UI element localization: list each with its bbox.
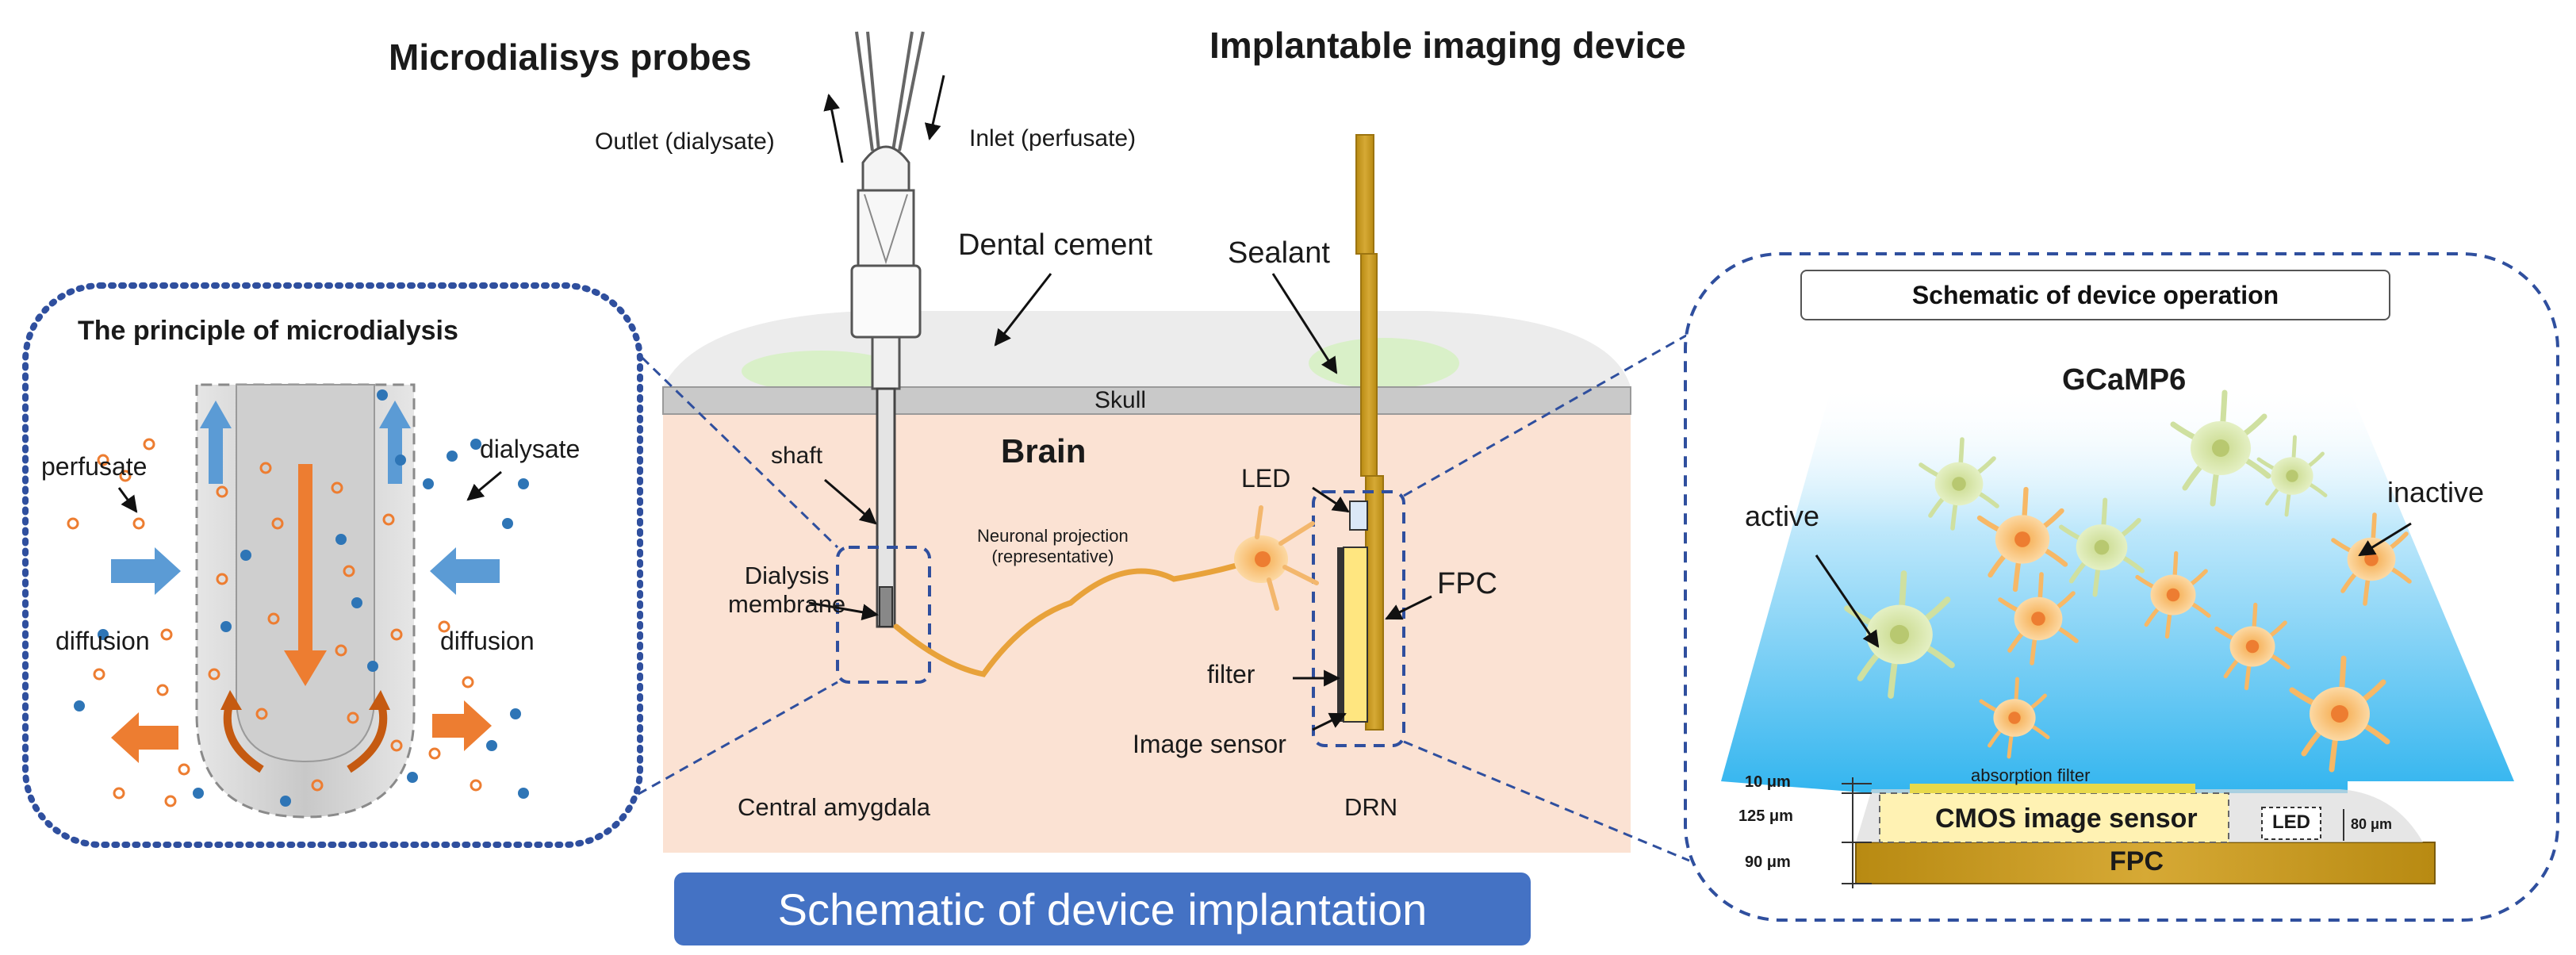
- cmos-layer: [1879, 792, 2229, 843]
- active-neuron: [2256, 435, 2328, 517]
- connector-right-top: [1403, 328, 1698, 497]
- cement-green-left: [742, 351, 900, 392]
- cmos-label: CMOS image sensor: [1935, 804, 2198, 834]
- diffusion-in-arrow-right: [430, 547, 500, 595]
- brain-region: [663, 412, 1631, 853]
- neuron-cluster: [1844, 389, 2412, 773]
- cement-green-right: [1309, 338, 1459, 389]
- inactive-neuron: [2331, 512, 2412, 606]
- perfusate-pointer: [117, 487, 138, 513]
- membrane-highlight-box: [836, 546, 931, 684]
- sealant-label: Sealant: [1228, 236, 1330, 270]
- filter-label: filter: [1207, 660, 1255, 688]
- inactive-pointer: [2358, 522, 2412, 557]
- dialysate-label: dialysate: [480, 435, 581, 463]
- diffusion-left-label: diffusion: [56, 627, 150, 655]
- led-pointer: [1312, 486, 1350, 513]
- gcamp-label: GCaMP6: [2062, 363, 2187, 397]
- perfusate-label: perfusate: [41, 452, 148, 481]
- probes-title: Microdialisys probes: [389, 36, 752, 78]
- projection-neuron: [1234, 505, 1319, 611]
- inlet-label: Inlet (perfusate): [969, 125, 1137, 151]
- neuronal-projection: [893, 556, 1260, 677]
- skull-label: Skull: [1094, 387, 1147, 413]
- diffusion-out-arrow-left: [111, 712, 178, 763]
- microdialysis-probe: [850, 31, 925, 628]
- inactive-neuron: [1976, 486, 2068, 593]
- outlet-label: Outlet (dialysate): [595, 128, 775, 155]
- tip-flow-right: [347, 700, 388, 773]
- inactive-neuron: [1998, 572, 2079, 665]
- led-chip: [2261, 807, 2321, 840]
- principle-title: The principle of microdialysis: [78, 316, 458, 346]
- membrane-pointer: [808, 601, 880, 621]
- inlet-arrow: [924, 75, 945, 141]
- inflow-arrow: [284, 464, 327, 686]
- device-led: [1349, 501, 1368, 531]
- device-highlight-box: [1312, 490, 1405, 747]
- image-sensor-label: Image sensor: [1133, 730, 1286, 758]
- cement-pointer: [994, 273, 1052, 347]
- tip-flow-left: [223, 700, 264, 773]
- diffusion-right-label: diffusion: [440, 627, 535, 655]
- fpc-layer-label: FPC: [2110, 846, 2164, 876]
- central-amygdala-label: Central amygdala: [738, 793, 930, 821]
- brain-label: Brain: [1001, 432, 1087, 470]
- outflow-arrow-left: [200, 401, 232, 484]
- projection-label: Neuronal projection(representative): [977, 526, 1129, 566]
- shaft-label: shaft: [771, 443, 823, 469]
- skull-bar: [662, 386, 1631, 415]
- dialysate-molecules: [74, 389, 529, 807]
- absorption-filter-label: absorption filter: [1971, 765, 2091, 785]
- dim-125-label: 125 μm: [1738, 807, 1793, 825]
- active-label: active: [1745, 500, 1820, 532]
- active-pointer: [1815, 554, 1880, 648]
- diffusion-out-arrow-right: [432, 700, 492, 751]
- outlet-arrow: [823, 93, 844, 163]
- diffusion-in-arrow-left: [111, 547, 181, 595]
- drn-label: DRN: [1344, 793, 1398, 821]
- absorption-filter-layer: [1910, 784, 2195, 793]
- fpc-pointer: [1385, 595, 1432, 620]
- sealant-pointer: [1271, 273, 1338, 374]
- fpc-label: FPC: [1437, 567, 1497, 600]
- operation-title-box: Schematic of device operation: [1800, 270, 2390, 320]
- dimension-marks: [1842, 777, 2344, 888]
- dental-cement-label: Dental cement: [958, 228, 1153, 262]
- dim-90-label: 90 μm: [1745, 853, 1791, 871]
- inactive-neuron: [2289, 655, 2390, 773]
- led-label: LED: [1241, 464, 1291, 493]
- fpc-layer: [1855, 842, 2436, 884]
- active-neuron: [2059, 497, 2145, 597]
- connector-right-bottom: [1403, 740, 1690, 862]
- dim-10-label: 10 μm: [1745, 773, 1791, 791]
- inactive-neuron: [2214, 602, 2290, 691]
- led-chip-label: LED: [2272, 811, 2310, 833]
- dialysate-pointer: [466, 470, 502, 501]
- inactive-neuron: [2135, 550, 2211, 639]
- device-title: Implantable imaging device: [1209, 25, 1686, 66]
- outflow-arrow-right: [379, 401, 411, 484]
- dim-80-label: 80 μm: [2351, 816, 2393, 832]
- device-sensor: [1343, 547, 1368, 723]
- active-neuron: [1844, 570, 1955, 699]
- inactive-label: inactive: [2387, 476, 2485, 508]
- active-neuron: [2170, 389, 2271, 507]
- perfusate-molecules: [67, 438, 482, 807]
- sensor-pointer: [1312, 712, 1347, 731]
- imaging-device: [1337, 134, 1384, 731]
- implantation-banner: Schematic of device implantation: [674, 873, 1531, 945]
- shaft-pointer: [824, 478, 877, 525]
- inactive-neuron: [1979, 677, 2050, 759]
- active-neuron: [1919, 437, 1999, 531]
